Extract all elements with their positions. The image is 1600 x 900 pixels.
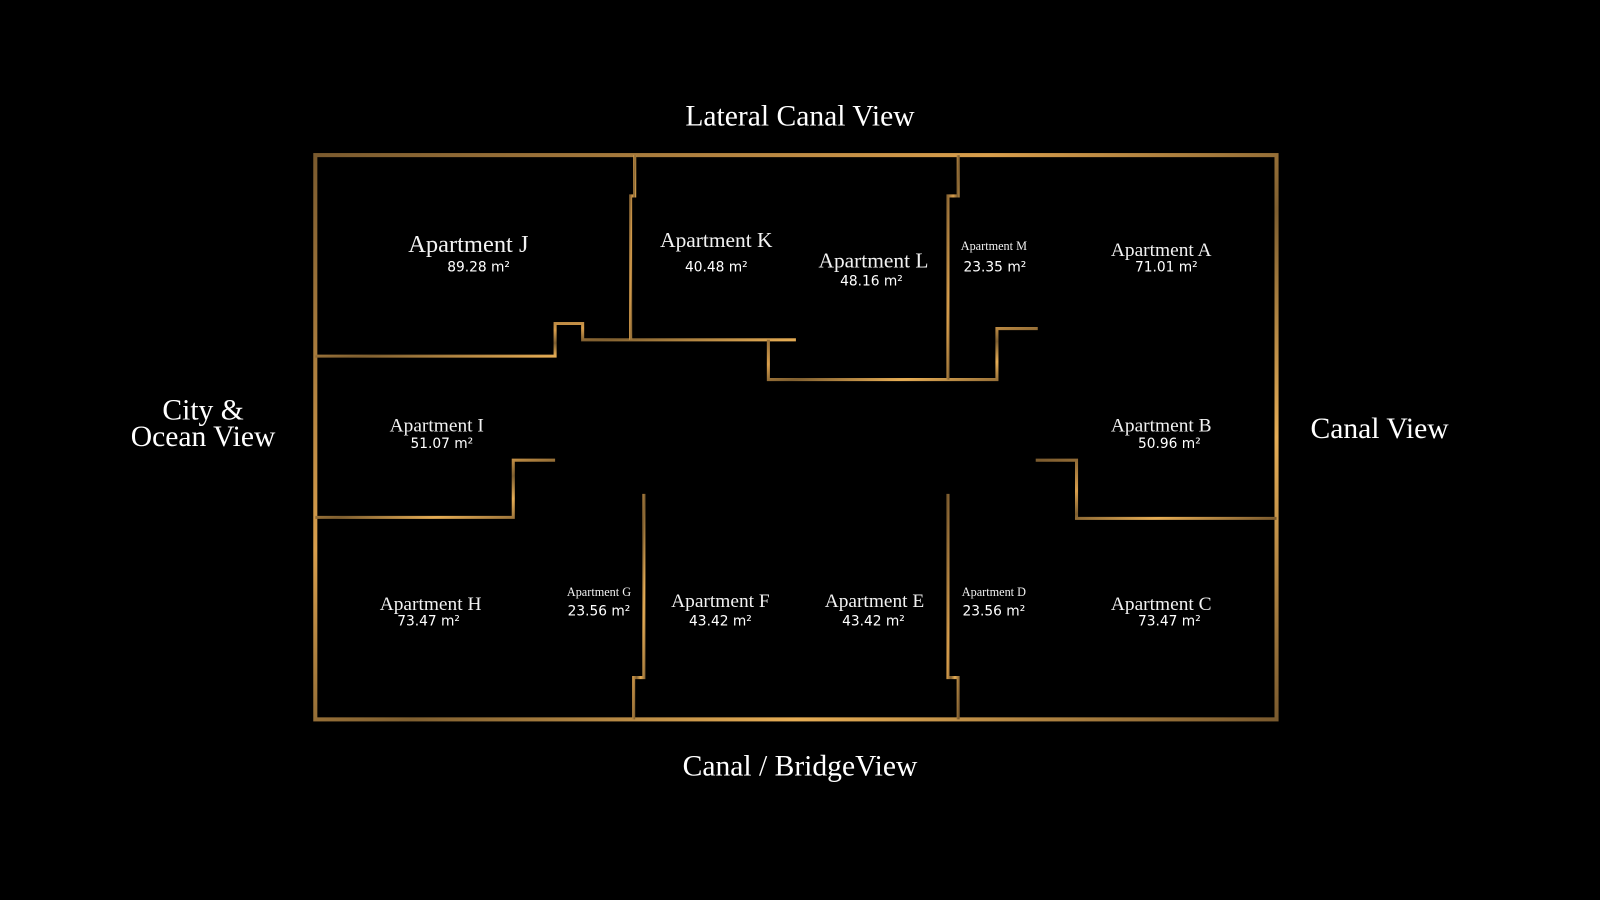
view-label-bottom: Canal / BridgeView — [683, 751, 918, 783]
apartment-f[interactable]: Apartment F 43.42 m² — [671, 591, 770, 629]
apartment-i[interactable]: Apartment I 51.07 m² — [390, 416, 484, 452]
apartment-c[interactable]: Apartment C 73.47 m² — [1111, 594, 1212, 629]
apartment-g[interactable]: Apartment G 23.56 m² — [567, 585, 631, 619]
apartment-area: 23.35 m² — [964, 259, 1027, 275]
apartment-name: Apartment G — [567, 585, 631, 599]
apartment-area: 43.42 m² — [689, 614, 752, 630]
apartment-name: Apartment I — [390, 416, 484, 437]
wall-l-m-bottom — [766, 327, 1038, 382]
apartment-name: Apartment A — [1111, 240, 1212, 261]
apartment-name: Apartment B — [1111, 416, 1212, 437]
apartment-area: 23.56 m² — [568, 603, 631, 619]
apartment-area: 48.16 m² — [840, 274, 903, 290]
apartment-j[interactable]: Apartment J 89.28 m² — [408, 231, 529, 275]
view-label-left-1: City & — [162, 394, 243, 426]
view-label-top: Lateral Canal View — [685, 101, 915, 133]
apartment-name: Apartment M — [961, 239, 1027, 253]
apartment-name: Apartment D — [962, 585, 1026, 599]
apartment-e[interactable]: Apartment E 43.42 m² — [825, 591, 925, 629]
walls — [313, 153, 1279, 722]
apartment-area: 23.56 m² — [963, 603, 1026, 619]
wall-b-c — [1035, 458, 1277, 520]
wall-j-k — [629, 155, 637, 340]
apartment-b[interactable]: Apartment B 50.96 m² — [1111, 416, 1212, 452]
apartment-area: 73.47 m² — [397, 614, 460, 630]
apartment-area: 50.96 m² — [1138, 436, 1201, 452]
wall-j-i — [315, 321, 796, 358]
apartment-name: Apartment F — [671, 591, 770, 612]
view-label-right: Canal View — [1311, 413, 1450, 445]
wall-l-m — [946, 155, 960, 380]
apartment-name: Apartment H — [380, 594, 482, 615]
apartment-a[interactable]: Apartment A 71.01 m² — [1111, 240, 1212, 275]
apartment-name: Apartment K — [660, 228, 773, 252]
view-label-left-2: Ocean View — [131, 421, 276, 453]
wall-i-h — [315, 458, 556, 519]
apartment-area: 51.07 m² — [410, 436, 473, 452]
apartment-area: 73.47 m² — [1138, 614, 1201, 630]
apartment-h[interactable]: Apartment H 73.47 m² — [380, 594, 482, 629]
apartment-name: Apartment L — [818, 248, 928, 272]
apartment-name: Apartment C — [1111, 594, 1212, 615]
wall-g-f — [632, 493, 646, 720]
apartment-m[interactable]: Apartment M 23.35 m² — [961, 239, 1027, 275]
apartment-area: 89.28 m² — [447, 259, 510, 275]
apartment-name: Apartment E — [825, 591, 925, 612]
apartment-area: 43.42 m² — [842, 614, 905, 630]
apartment-area: 40.48 m² — [685, 259, 748, 275]
apartment-d[interactable]: Apartment D 23.56 m² — [962, 585, 1026, 619]
apartment-area: 71.01 m² — [1135, 259, 1198, 275]
apartment-k[interactable]: Apartment K 40.48 m² — [660, 228, 773, 275]
apartment-l[interactable]: Apartment L 48.16 m² — [818, 248, 928, 289]
apartment-name: Apartment J — [408, 231, 529, 258]
wall-e-d — [946, 493, 960, 720]
